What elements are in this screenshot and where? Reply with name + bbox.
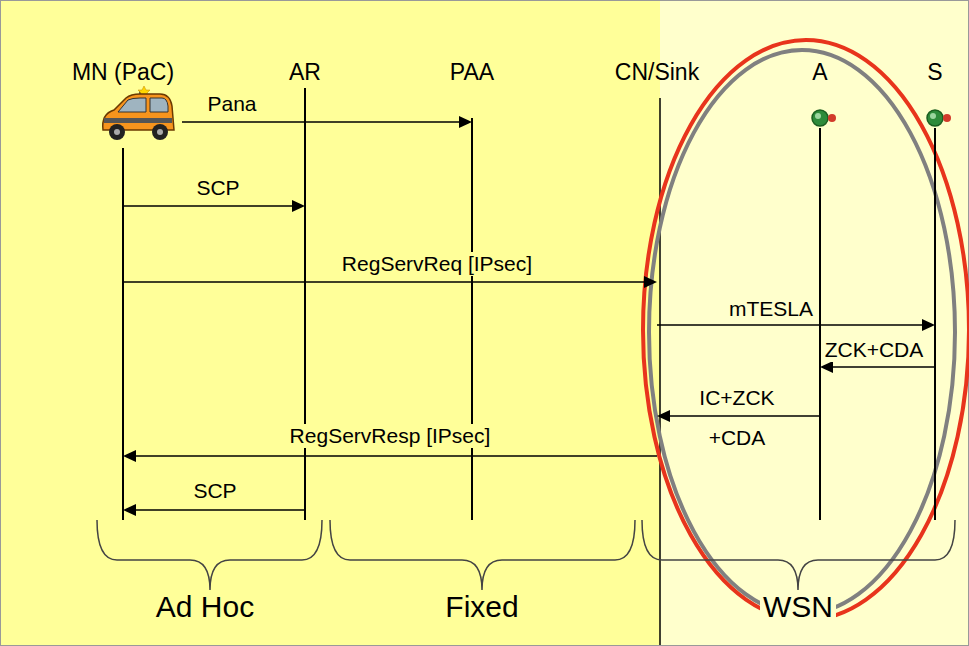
lifeline bbox=[934, 128, 936, 520]
arrow-head bbox=[292, 200, 305, 212]
participant-name: CN/Sink bbox=[615, 58, 699, 86]
highlight-ellipse bbox=[649, 50, 955, 614]
region-label: Fixed bbox=[442, 590, 521, 624]
participant-name: AR bbox=[289, 58, 321, 86]
arrow-head bbox=[820, 361, 833, 373]
adhoc-fixed-ground bbox=[0, 0, 660, 646]
message-label: IC+ZCK +CDA bbox=[687, 378, 787, 458]
participant-name: MN (PaC) bbox=[72, 58, 174, 86]
arrow-head bbox=[657, 410, 670, 422]
arrow-head bbox=[922, 319, 935, 331]
lifeline-participant: S bbox=[922, 58, 948, 520]
message-line bbox=[182, 121, 462, 123]
brace bbox=[97, 520, 322, 590]
message-arrow bbox=[123, 504, 305, 516]
message-line bbox=[123, 281, 647, 283]
lifeline bbox=[122, 148, 124, 520]
brace bbox=[330, 520, 635, 590]
message-line bbox=[133, 509, 305, 511]
lifeline-participant: MN (PaC) bbox=[67, 58, 180, 520]
region-label: WSN bbox=[760, 590, 836, 624]
highlight-ellipse bbox=[643, 40, 969, 620]
message-line bbox=[657, 324, 925, 326]
car-icon bbox=[103, 86, 174, 140]
arrow-head bbox=[123, 450, 136, 462]
lifeline bbox=[304, 88, 306, 520]
region-divider bbox=[659, 98, 661, 646]
message-line bbox=[133, 455, 657, 457]
participant-name: S bbox=[927, 58, 942, 86]
arrow-head bbox=[459, 116, 472, 128]
message-arrow bbox=[123, 200, 305, 212]
message-label: ZCK+CDA bbox=[823, 338, 926, 362]
message-label: SCP bbox=[194, 176, 241, 200]
region-label: Ad Hoc bbox=[153, 590, 257, 624]
participant-name: PAA bbox=[450, 58, 494, 86]
message-arrow bbox=[123, 276, 657, 288]
lifeline-participant: A bbox=[807, 58, 833, 520]
lifeline-participant: CN/Sink bbox=[610, 58, 705, 520]
message-arrow bbox=[820, 361, 935, 373]
arrow-head bbox=[123, 504, 136, 516]
brace bbox=[642, 520, 955, 590]
message-label: SCP bbox=[191, 479, 238, 503]
lifeline-participant: AR bbox=[284, 58, 326, 520]
lifeline bbox=[819, 128, 821, 520]
message-line bbox=[123, 205, 295, 207]
message-arrow bbox=[657, 410, 820, 422]
message-arrow bbox=[123, 450, 657, 462]
sensor-icon bbox=[927, 110, 951, 126]
sensor-icon bbox=[812, 110, 836, 126]
lifeline-participant: PAA bbox=[445, 58, 500, 520]
arrow-head bbox=[644, 276, 657, 288]
message-label: Pana bbox=[205, 92, 258, 116]
message-label: RegServReq [IPsec] bbox=[340, 252, 534, 276]
message-label: mTESLA bbox=[727, 297, 815, 321]
lifeline bbox=[471, 118, 473, 520]
participant-name: A bbox=[812, 58, 827, 86]
message-label: RegServResp [IPsec] bbox=[288, 424, 493, 448]
brace-group bbox=[97, 520, 955, 590]
message-line bbox=[667, 415, 820, 417]
message-arrow bbox=[182, 116, 472, 128]
message-line bbox=[830, 366, 935, 368]
